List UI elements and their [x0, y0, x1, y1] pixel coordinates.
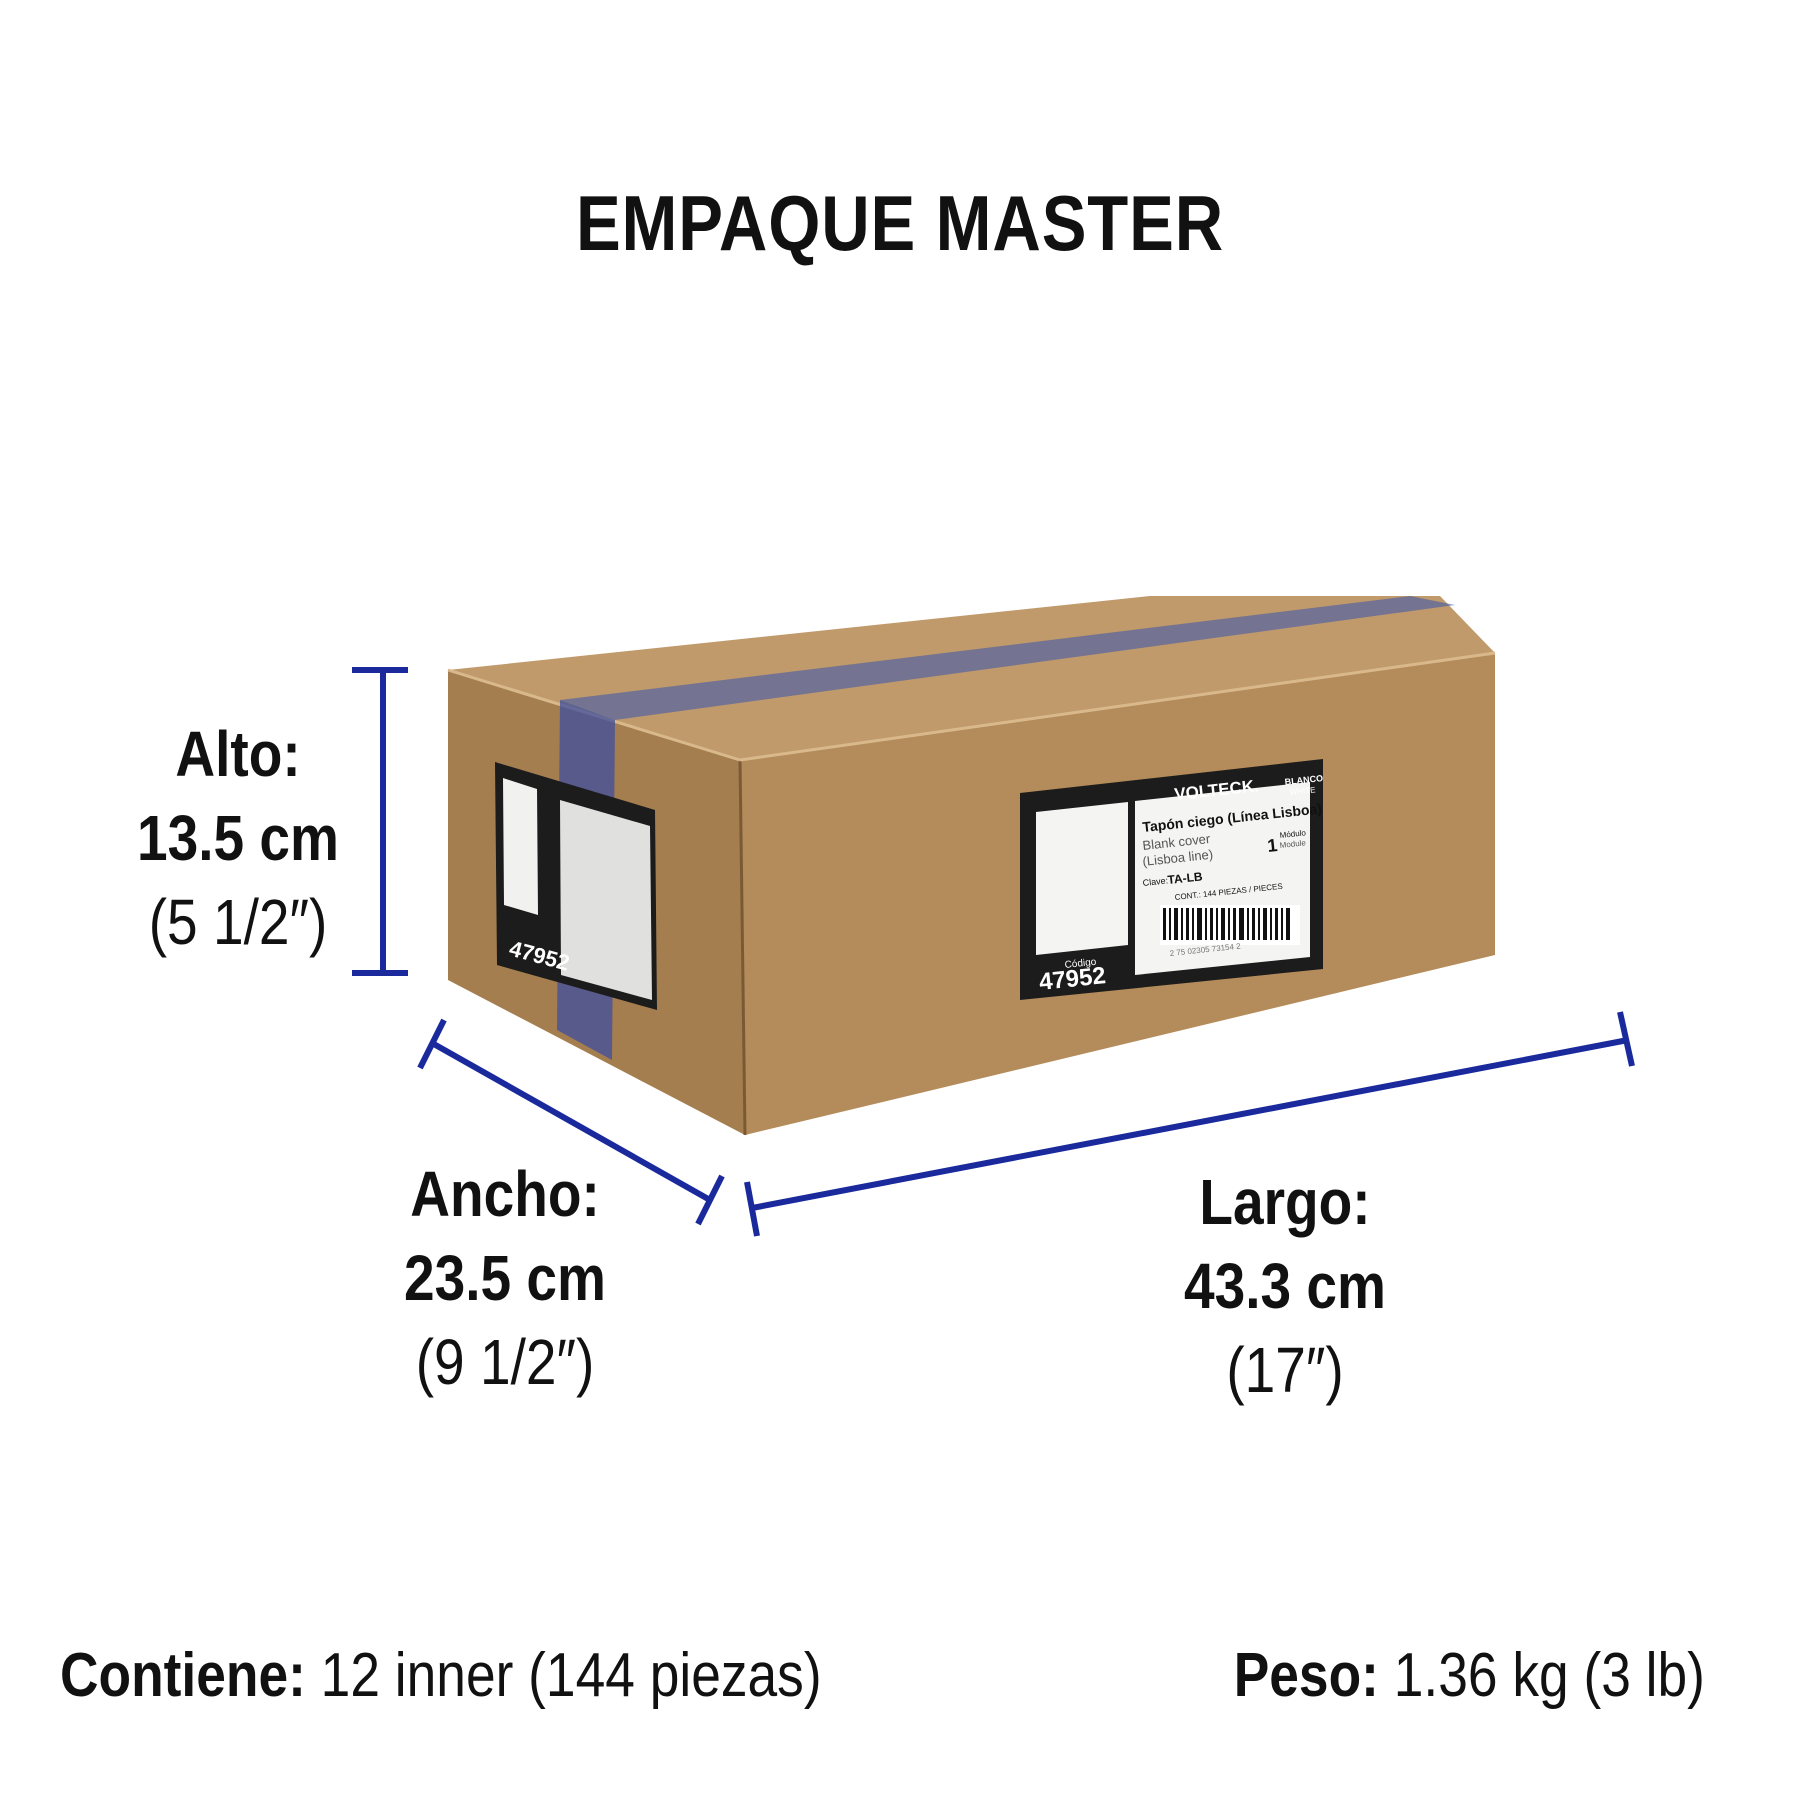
contents-info: Contiene: 12 inner (144 piezas): [60, 1640, 822, 1711]
width-metric: 23.5 cm: [404, 1242, 606, 1314]
packing-tape: [560, 596, 1455, 720]
height-label: Alto:: [175, 718, 301, 790]
label-color-en: WHITE: [1289, 785, 1316, 797]
width-imperial: (9 1/2″): [415, 1326, 595, 1398]
barcode: [1160, 905, 1300, 945]
label-product-en: Blank cover: [1142, 831, 1212, 853]
label-modules-count: 1: [1266, 835, 1278, 856]
height-metric: 13.5 cm: [137, 802, 339, 874]
weight-info: Peso: 1.36 kg (3 lb): [1234, 1640, 1705, 1711]
front-product-label: VOLTECK. BLANCO WHITE Tapón ciego (Línea…: [1020, 759, 1323, 1000]
label-modules-es: Módulo: [1279, 828, 1307, 840]
length-dimension-line: [744, 1011, 1635, 1237]
length-imperial: (17″): [1226, 1334, 1344, 1406]
label-product-en-line: (Lisboa line): [1142, 847, 1214, 869]
label-clave: TA-LB: [1167, 869, 1204, 887]
contents-label: Contiene:: [60, 1641, 306, 1710]
label-modules-en: Module: [1279, 838, 1307, 850]
width-dimension: Ancho: 23.5 cm (9 1/2″): [376, 1152, 634, 1404]
length-label: Largo:: [1199, 1166, 1371, 1238]
length-metric: 43.3 cm: [1184, 1250, 1386, 1322]
label-clave-label: Clave:: [1142, 875, 1168, 888]
width-dimension-line: [417, 1018, 725, 1226]
box-top: [448, 596, 1495, 760]
height-dimension-line: [352, 667, 408, 976]
contents-value: 12 inner (144 piezas): [320, 1641, 822, 1710]
weight-label: Peso:: [1233, 1641, 1379, 1710]
height-imperial: (5 1/2″): [148, 886, 328, 958]
label-codigo-label: Código: [1064, 957, 1097, 971]
weight-value: 1.36 kg (3 lb): [1393, 1641, 1705, 1710]
height-dimension: Alto: 13.5 cm (5 1/2″): [109, 712, 367, 964]
page-title: EMPAQUE MASTER: [575, 179, 1225, 267]
length-dimension: Largo: 43.3 cm (17″): [1156, 1160, 1414, 1412]
width-label: Ancho:: [410, 1158, 600, 1230]
label-color-es: BLANCO: [1284, 773, 1323, 787]
side-product-label: 47952: [495, 762, 657, 1010]
